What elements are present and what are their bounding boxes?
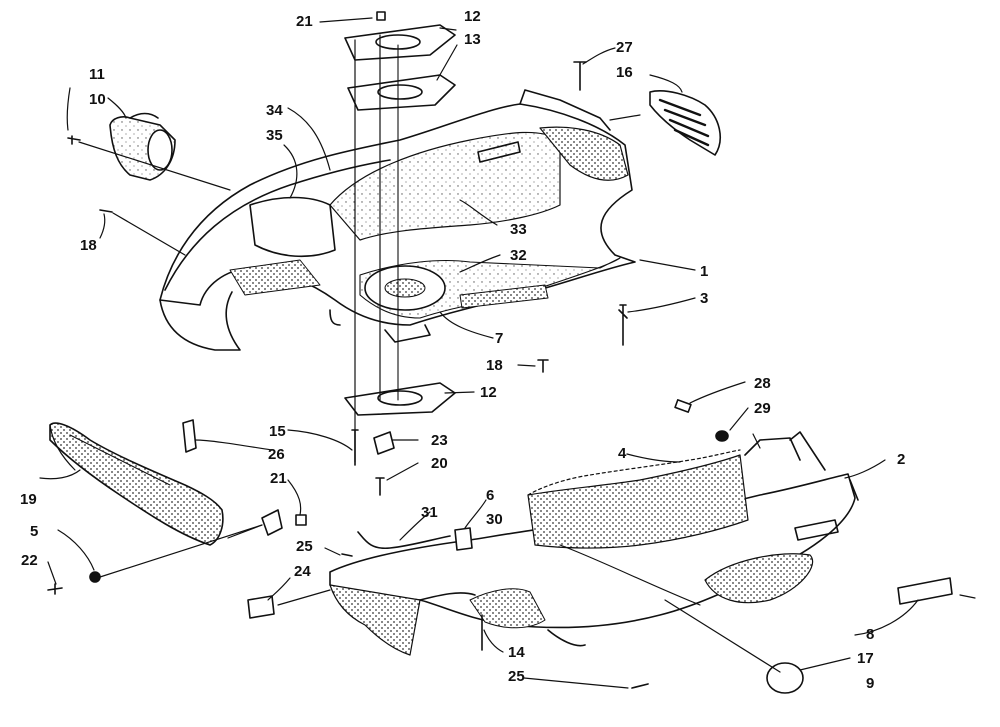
mount-plate-lower [344,382,456,416]
callout-9: 9 [866,675,875,692]
clip-26 [182,419,197,453]
callout-7: 7 [495,330,504,347]
rivet-15 [351,429,359,466]
fastener-screw-11 [67,135,81,145]
callout-4: 4 [618,445,627,462]
grommet-17 [766,662,804,694]
fastener-screw-18-left [99,209,113,213]
callout-8: 8 [866,626,875,643]
bracket-21-plate [261,509,283,536]
callout-18-left: 18 [80,237,97,254]
callout-5: 5 [30,523,39,540]
screw-25-upper [341,553,353,557]
side-panel-part [49,422,224,546]
reflector-8 [897,577,953,605]
callout-18-right: 18 [486,357,503,374]
washer-5 [89,571,101,583]
fastener-rivet-3 [618,304,628,346]
washer-29 [715,430,729,442]
callout-3: 3 [700,290,709,307]
bolt-22 [47,583,63,595]
cable-31 [357,531,451,550]
callout-17: 17 [857,650,874,667]
callout-30: 30 [486,511,503,528]
fastener-screw-27 [573,61,587,91]
vent-part [649,90,721,156]
callout-33: 33 [510,221,527,238]
callout-10: 10 [89,91,106,108]
fastener-screw-18-right [537,359,549,373]
callout-14: 14 [508,644,525,661]
callout-11: 11 [89,66,105,83]
callout-28: 28 [754,375,771,392]
callout-35: 35 [266,127,283,144]
headlight-housing-part [109,112,176,181]
bolt-20 [375,477,385,496]
callout-16: 16 [616,64,633,81]
callout-1: 1 [700,263,709,280]
callout-26: 26 [268,446,285,463]
callout-19: 19 [20,491,37,508]
callout-25-upper: 25 [296,538,313,555]
callout-15: 15 [269,423,286,440]
callout-12-bottom: 12 [480,384,497,401]
callout-31: 31 [421,504,438,521]
lower-belly-pan-part [329,431,859,656]
callout-20: 20 [431,455,448,472]
callout-21-left: 21 [270,470,287,487]
callout-34: 34 [266,102,283,119]
callout-27: 27 [616,39,633,56]
fastener-bolt-28 [674,399,692,413]
callout-2: 2 [897,451,906,468]
clip-23 [373,431,395,455]
fastener-bolt-21-top [376,11,386,21]
callout-25-lower: 25 [508,668,525,685]
callout-12-top: 12 [464,8,481,25]
callout-22: 22 [21,552,38,569]
callout-29: 29 [754,400,771,417]
mount-plate-upper [344,24,456,61]
callout-24: 24 [294,563,311,580]
clip-30 [454,527,473,551]
callout-13: 13 [464,31,481,48]
mount-plate-middle [347,74,456,111]
clip-24 [247,595,275,619]
callout-32: 32 [510,247,527,264]
nut-21-left [295,514,307,526]
callout-21-top: 21 [296,13,313,30]
callout-23: 23 [431,432,448,449]
screw-25-lower [631,683,649,689]
callout-6: 6 [486,487,495,504]
